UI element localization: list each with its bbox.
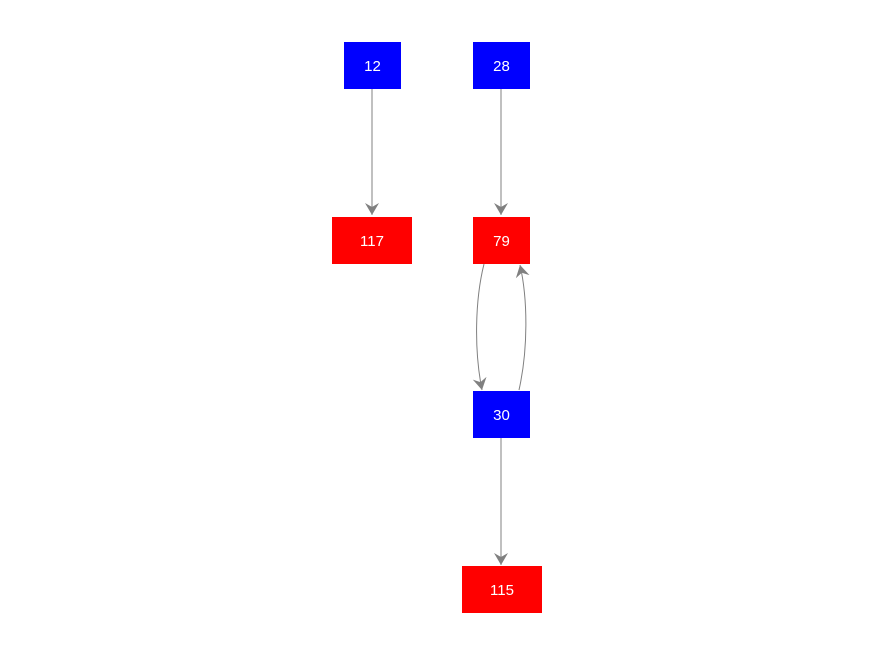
node-28-label: 28 — [493, 58, 510, 75]
edges — [365, 89, 530, 565]
node-117-label: 117 — [360, 233, 384, 250]
node-28-box — [473, 42, 530, 89]
node-12-label: 12 — [364, 58, 381, 75]
node-115[interactable]: 115 — [462, 566, 542, 613]
node-115-box — [462, 566, 542, 613]
node-79-box — [473, 217, 530, 264]
node-12[interactable]: 12 — [344, 42, 401, 89]
node-30-box — [473, 391, 530, 438]
node-79-label: 79 — [493, 233, 510, 250]
node-117[interactable]: 117 — [332, 217, 412, 264]
node-79[interactable]: 79 — [473, 217, 530, 264]
node-28[interactable]: 28 — [473, 42, 530, 89]
node-30[interactable]: 30 — [473, 391, 530, 438]
node-30-label: 30 — [493, 407, 510, 424]
node-115-label: 115 — [490, 582, 514, 599]
nodes: 12 28 117 79 30 115 — [332, 42, 542, 613]
edge-30-to-79 — [515, 264, 530, 391]
node-12-box — [344, 42, 401, 89]
edge-79-to-30 — [472, 263, 487, 391]
node-117-box — [332, 217, 412, 264]
